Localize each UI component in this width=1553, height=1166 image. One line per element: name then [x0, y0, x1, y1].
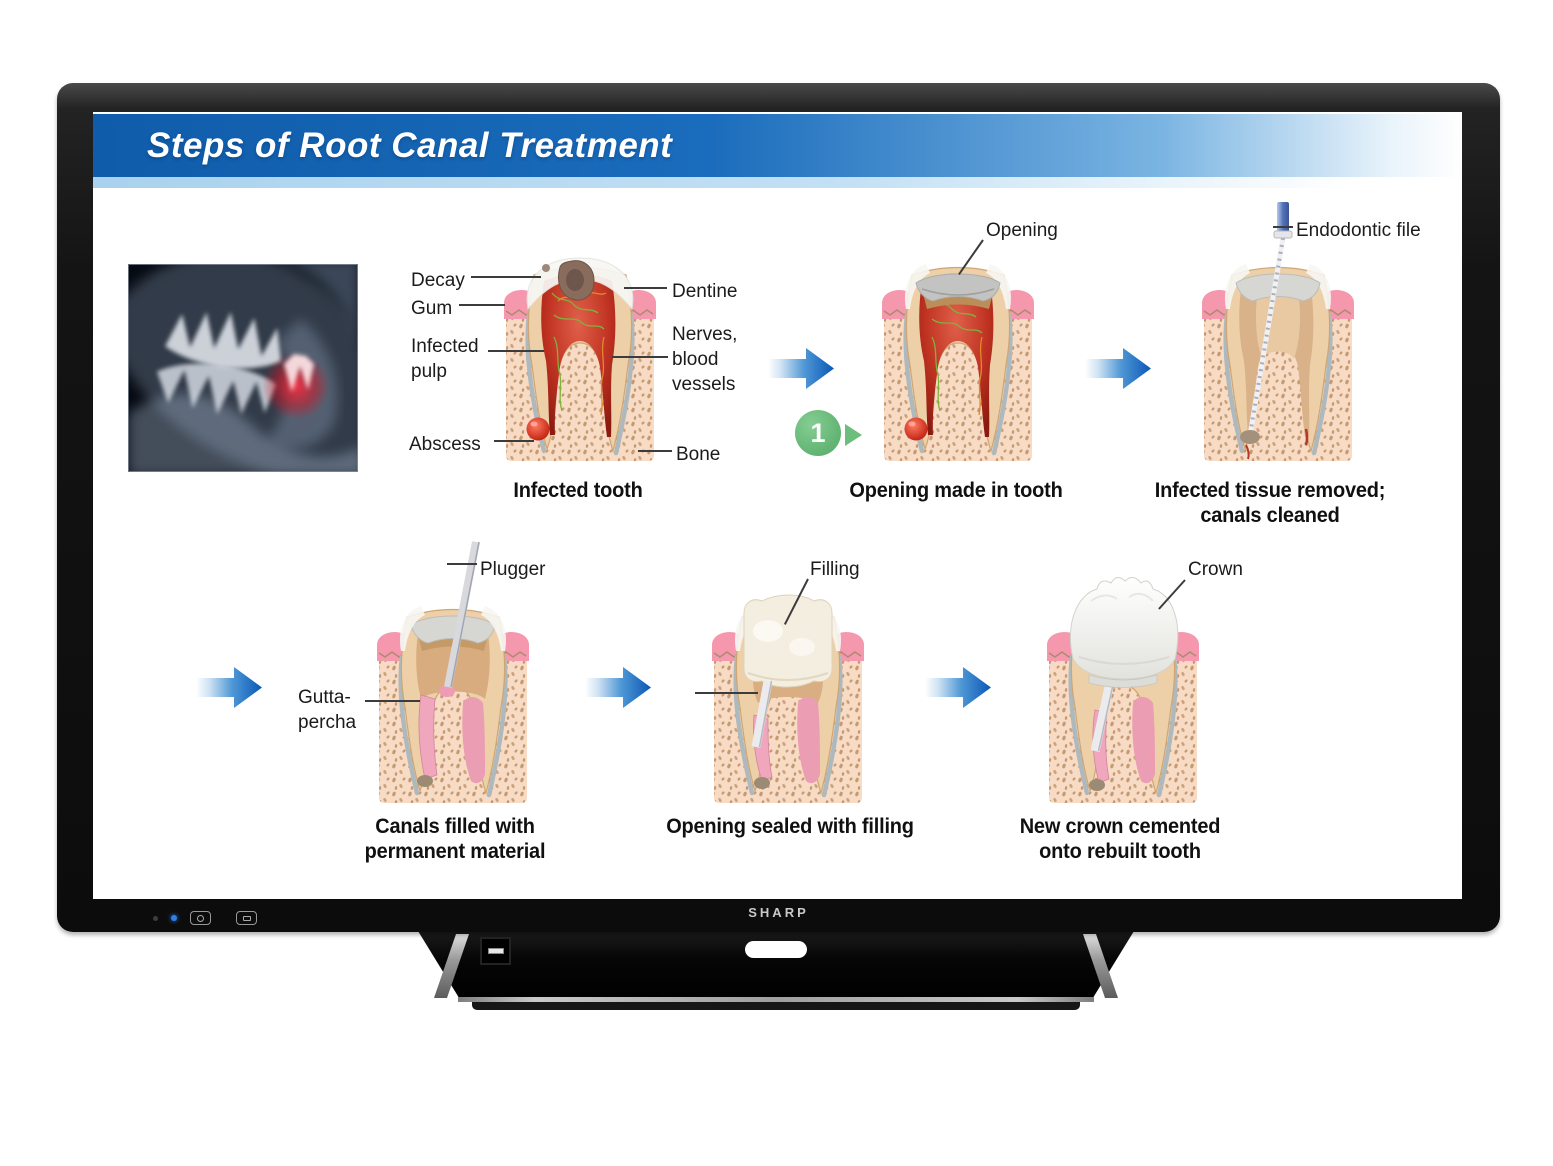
flow-arrow-3	[196, 667, 262, 708]
gutta-percha-pointer-line	[365, 700, 420, 702]
bezel-controls	[153, 910, 257, 926]
usb-port[interactable]	[480, 937, 511, 965]
jaw-xray-image	[128, 264, 358, 472]
opening-sealed-illustration	[712, 594, 864, 803]
endodontic-file-pointer-line	[1273, 226, 1293, 228]
label-dentine: Dentine	[672, 281, 738, 302]
canals-filled-illustration	[377, 541, 529, 803]
label-plugger: Plugger	[480, 559, 546, 580]
infected-tooth-illustration	[504, 257, 656, 461]
label-infected-pulp: Infected pulp	[411, 336, 479, 383]
caption-crown-cemented: New crown cemented onto rebuilt tooth	[1019, 815, 1221, 864]
title-banner: Steps of Root Canal Treatment	[93, 114, 1462, 177]
flow-arrow-5	[925, 667, 991, 708]
infected-pulp-pointer-line	[488, 350, 544, 352]
monitor-screen: Steps of Root Canal Treatment	[93, 112, 1462, 899]
label-gum: Gum	[411, 298, 453, 319]
power-button[interactable]	[190, 911, 211, 925]
dentine-pointer-line	[624, 287, 667, 289]
usb-connector-icon	[487, 948, 504, 954]
caption-opening-made: Opening made in tooth	[849, 479, 1063, 502]
caption-opening-sealed: Opening sealed with filling	[666, 815, 914, 838]
step-badge-pointer-icon	[845, 424, 862, 446]
flow-arrow-2	[1085, 348, 1151, 389]
label-decay: Decay	[411, 270, 465, 291]
monitor-frame: Steps of Root Canal Treatment	[57, 83, 1500, 932]
banner-stripe	[93, 177, 1462, 188]
monitor-stand	[418, 931, 1134, 1013]
label-abscess: Abscess	[409, 434, 481, 455]
input-icon	[242, 915, 251, 921]
stand-silver-strip	[458, 997, 1094, 1002]
brand-logo: SHARP	[748, 905, 809, 920]
label-gutta-percha: Gutta- percha	[298, 687, 357, 734]
stand-base	[472, 1002, 1080, 1010]
power-icon	[197, 914, 204, 922]
post-pointer-line	[695, 692, 758, 694]
power-led-icon	[171, 915, 177, 921]
abscess-pointer-line	[494, 440, 534, 442]
input-select-button[interactable]	[236, 911, 257, 925]
flow-arrow-4	[585, 667, 651, 708]
plugger-pointer-line	[447, 563, 477, 565]
label-nerves: Nerves, blood vessels	[672, 324, 738, 396]
caption-infected-tooth: Infected tooth	[513, 479, 643, 502]
decay-pointer-line	[471, 276, 541, 278]
label-bone: Bone	[676, 444, 721, 465]
gum-pointer-line	[459, 304, 505, 306]
step-badge: 1	[795, 410, 841, 456]
stand-handle-slot	[745, 941, 807, 958]
label-filling: Filling	[810, 559, 860, 580]
label-endodontic-file: Endodontic file	[1296, 220, 1421, 241]
flow-arrow-1	[768, 348, 834, 389]
label-opening: Opening	[986, 220, 1058, 241]
page-title: Steps of Root Canal Treatment	[147, 126, 673, 165]
label-crown: Crown	[1188, 559, 1243, 580]
remote-sensor-icon	[153, 915, 158, 921]
crown-cemented-illustration	[1047, 577, 1199, 803]
bone-pointer-line	[638, 450, 672, 452]
caption-canals-filled: Canals filled with permanent material	[364, 815, 546, 864]
opening-made-illustration	[882, 264, 1034, 461]
caption-tissue-removed: Infected tissue removed; canals cleaned	[1154, 479, 1386, 528]
nerves-pointer-line	[612, 356, 668, 358]
tissue-removed-illustration	[1202, 202, 1354, 461]
